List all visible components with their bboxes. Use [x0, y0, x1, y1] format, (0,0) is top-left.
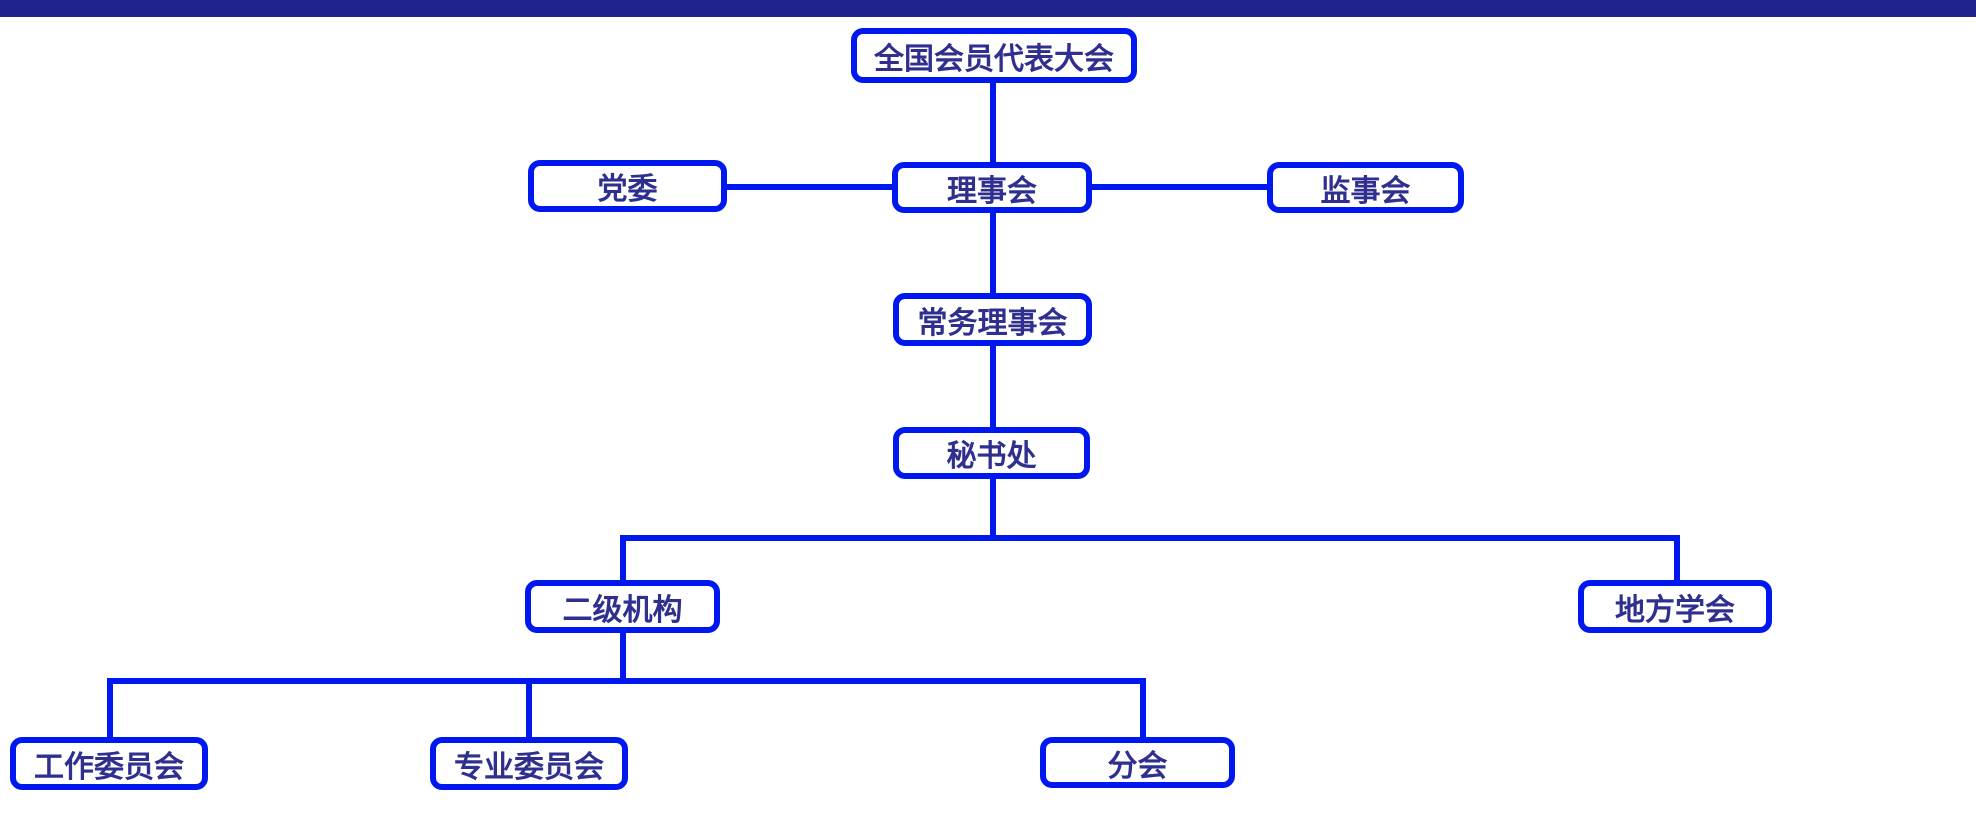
- node-board-of-supervisors: 监事会: [1267, 162, 1464, 213]
- connector-branchline-working: [107, 678, 113, 742]
- top-bar: [0, 0, 1976, 17]
- connector-branchline-professional: [526, 678, 532, 742]
- node-council: 理事会: [892, 162, 1092, 213]
- connector-secondary-branchline: [620, 628, 626, 684]
- node-local-societies: 地方学会: [1578, 580, 1772, 633]
- node-professional-committees-label: 专业委员会: [454, 749, 604, 785]
- node-secondary-institutions-label: 二级机构: [562, 592, 683, 628]
- node-secretariat-label: 秘书处: [946, 439, 1037, 474]
- node-board-of-supervisors-label: 监事会: [1320, 173, 1411, 209]
- node-local-societies-label: 地方学会: [1615, 592, 1735, 628]
- node-congress-label: 全国会员代表大会: [874, 41, 1114, 77]
- connector-branchline-secondary: [620, 535, 626, 585]
- node-professional-committees: 专业委员会: [430, 737, 628, 790]
- connector-branchline-local: [1674, 535, 1680, 585]
- connector-congress-council: [990, 70, 996, 170]
- connector-standing-secretariat: [990, 340, 996, 435]
- node-secondary-institutions: 二级机构: [525, 580, 720, 633]
- node-party-committee: 党委: [528, 160, 727, 212]
- branch-line-secretariat-children: [620, 535, 1680, 541]
- branch-line-secondary-children: [107, 678, 1146, 684]
- node-party-committee-label: 党委: [597, 172, 658, 207]
- node-standing-council: 常务理事会: [893, 293, 1092, 346]
- node-working-committees-label: 工作委员会: [34, 749, 184, 785]
- connector-council-standing: [990, 205, 996, 300]
- connector-party-council: [710, 184, 900, 190]
- node-congress: 全国会员代表大会: [851, 28, 1137, 83]
- node-council-label: 理事会: [947, 173, 1037, 209]
- node-branches: 分会: [1040, 737, 1235, 788]
- connector-branchline-branch: [1140, 678, 1146, 742]
- connector-secretariat-branchline: [990, 470, 996, 541]
- node-secretariat: 秘书处: [893, 427, 1090, 479]
- node-working-committees: 工作委员会: [10, 737, 208, 790]
- connector-council-supervisors: [1080, 184, 1280, 190]
- node-branches-label: 分会: [1107, 748, 1168, 784]
- node-standing-council-label: 常务理事会: [917, 305, 1068, 341]
